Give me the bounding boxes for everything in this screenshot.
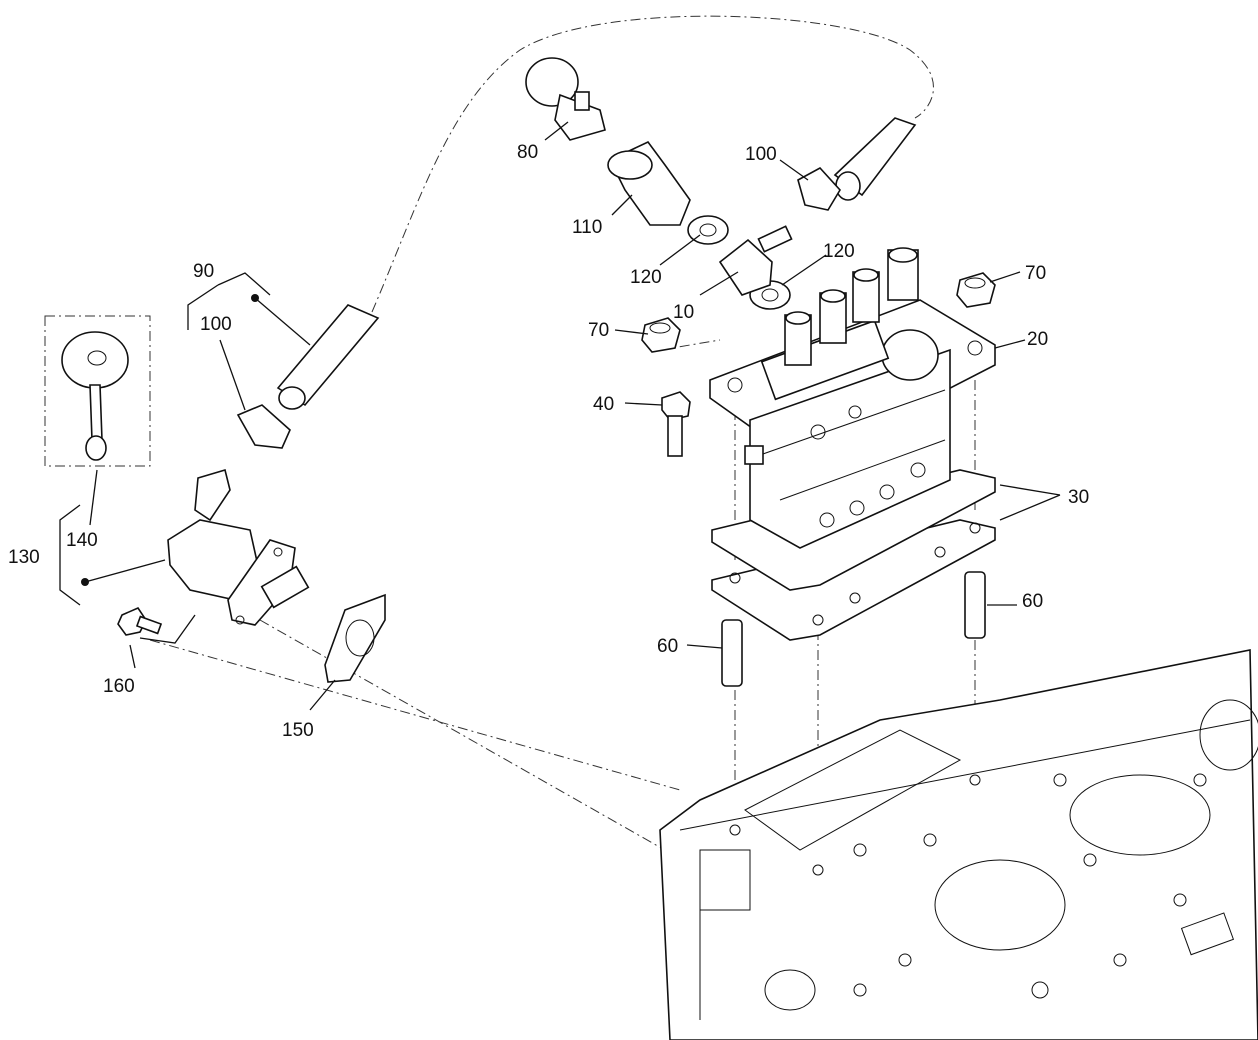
callout-120-left: 120 bbox=[630, 267, 662, 288]
callout-30: 30 bbox=[1068, 487, 1089, 508]
callout-160: 160 bbox=[103, 676, 135, 697]
callout-100-left: 100 bbox=[200, 314, 232, 335]
fuel-feed-pump-130 bbox=[167, 468, 310, 626]
callout-150: 150 bbox=[282, 720, 314, 741]
hose-clamp-100-left bbox=[236, 404, 291, 449]
fuel-hose-90 bbox=[276, 304, 380, 410]
hose-clamp-100-top bbox=[797, 166, 841, 211]
priming-lever-140 bbox=[44, 315, 151, 467]
gasket-30 bbox=[711, 469, 996, 641]
callout-140: 140 bbox=[66, 530, 98, 551]
callout-20: 20 bbox=[1027, 329, 1048, 350]
callout-100-top: 100 bbox=[745, 144, 777, 165]
joint-10 bbox=[718, 225, 793, 296]
injection-pump-20 bbox=[709, 247, 996, 549]
callout-40: 40 bbox=[593, 394, 614, 415]
fuel-hose-upper bbox=[833, 117, 917, 201]
callout-110: 110 bbox=[572, 217, 602, 238]
callout-60-left: 60 bbox=[657, 636, 678, 657]
engine-block bbox=[659, 649, 1258, 1040]
callout-60-right: 60 bbox=[1022, 591, 1043, 612]
callout-90: 90 bbox=[193, 261, 214, 282]
callout-10: 10 bbox=[673, 302, 694, 323]
nut-70 bbox=[641, 272, 996, 353]
callout-80: 80 bbox=[517, 142, 538, 163]
gasket-150 bbox=[324, 593, 386, 683]
callout-labels: 80 100 110 120 120 10 70 70 20 40 30 60 … bbox=[8, 142, 1089, 741]
callout-130: 130 bbox=[8, 547, 40, 568]
bolt-40 bbox=[661, 391, 691, 457]
leader-lines bbox=[59, 121, 1061, 711]
callout-70-left: 70 bbox=[588, 320, 609, 341]
stud-60 bbox=[721, 571, 986, 687]
fuel-cock-80 bbox=[525, 57, 606, 141]
banjo-bolt-110 bbox=[607, 140, 691, 226]
callout-120-right: 120 bbox=[823, 241, 855, 262]
callout-70-right: 70 bbox=[1025, 263, 1046, 284]
bolt-160 bbox=[117, 606, 163, 636]
